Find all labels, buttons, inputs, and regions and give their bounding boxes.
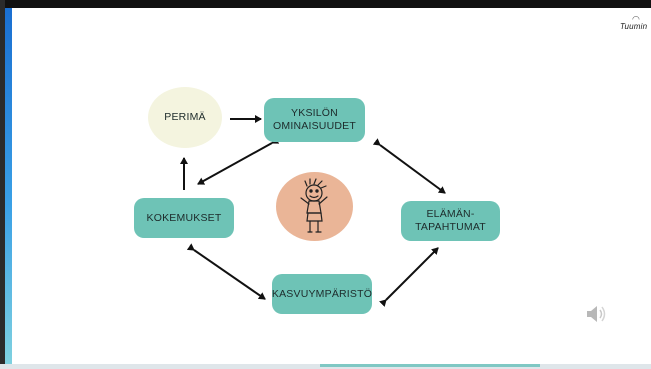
tuumin-logo: ◠ Tuumin	[620, 14, 651, 36]
logo-text: Tuumin	[620, 22, 648, 31]
node-yksilon-line2: OMINAISUUDET	[273, 120, 356, 132]
node-kokemukset: KOKEMUKSET	[134, 198, 234, 238]
node-elaman-line2: TAPAHTUMAT	[415, 221, 486, 233]
node-perima-label: PERIMÄ	[164, 111, 206, 123]
logo-mark-icon: ◠	[632, 14, 640, 24]
node-child-center	[276, 172, 353, 241]
node-kasvuymparisto: KASVUYMPÄRISTÖ	[272, 274, 372, 314]
node-elamantapahtumat: ELÄMÄN- TAPAHTUMAT	[401, 201, 500, 241]
node-elaman-line1: ELÄMÄN-	[426, 208, 475, 220]
speaker-icon[interactable]	[584, 303, 608, 325]
node-kasvu-label: KASVUYMPÄRISTÖ	[271, 287, 373, 300]
child-drawing-icon	[299, 177, 328, 233]
node-yksilon-line1: YKSILÖN	[291, 107, 338, 119]
window-top-bar	[0, 0, 651, 8]
node-kokemukset-label: KOKEMUKSET	[146, 211, 222, 224]
player-progress-fill	[320, 364, 540, 367]
node-yksilon-ominaisuudet: YKSILÖN OMINAISUUDET	[264, 98, 365, 142]
node-perima: PERIMÄ	[148, 87, 222, 148]
window-left-border	[0, 0, 5, 369]
slide-left-accent	[5, 8, 12, 364]
